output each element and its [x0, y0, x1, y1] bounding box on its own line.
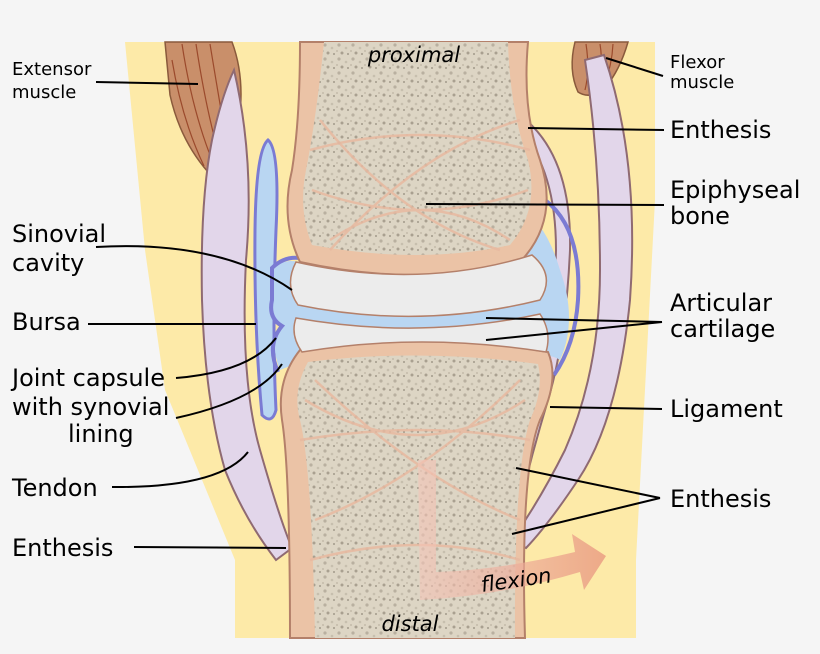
articular-cartilage-lower — [293, 313, 549, 353]
flexor-muscle-label: Flexor muscle — [670, 52, 734, 93]
articular-cartilage-label: Articular cartilage — [670, 289, 780, 343]
articular-cartilage-upper — [289, 254, 548, 318]
joint-capsule-left — [269, 255, 301, 373]
tendon-label: Tendon — [11, 474, 98, 502]
synovial-cavity-label: Sinovial cavity — [12, 220, 114, 277]
extensor-tendon — [200, 67, 294, 562]
proximal-label: proximal — [367, 43, 460, 67]
enthesis-left-label: Enthesis — [12, 534, 113, 562]
ligament-label: Ligament — [670, 395, 783, 423]
joint-capsule-right — [543, 198, 581, 377]
bursa-label: Bursa — [12, 308, 81, 336]
distal-label: distal — [381, 612, 438, 636]
extensor-muscle-label: Extensor muscle — [12, 59, 97, 103]
proximal-marrow — [303, 42, 532, 255]
enthesis-top-label: Enthesis — [670, 116, 771, 144]
proximal-trabeculae — [309, 118, 531, 252]
joint-capsule-label: Joint capsule with synovial lining — [10, 364, 177, 448]
enthesis-right-label: Enthesis — [670, 485, 771, 513]
flexion-arrow — [418, 460, 606, 600]
leader-lines — [88, 57, 665, 549]
epiphyseal-bone-label: Epiphyseal bone — [670, 176, 808, 230]
